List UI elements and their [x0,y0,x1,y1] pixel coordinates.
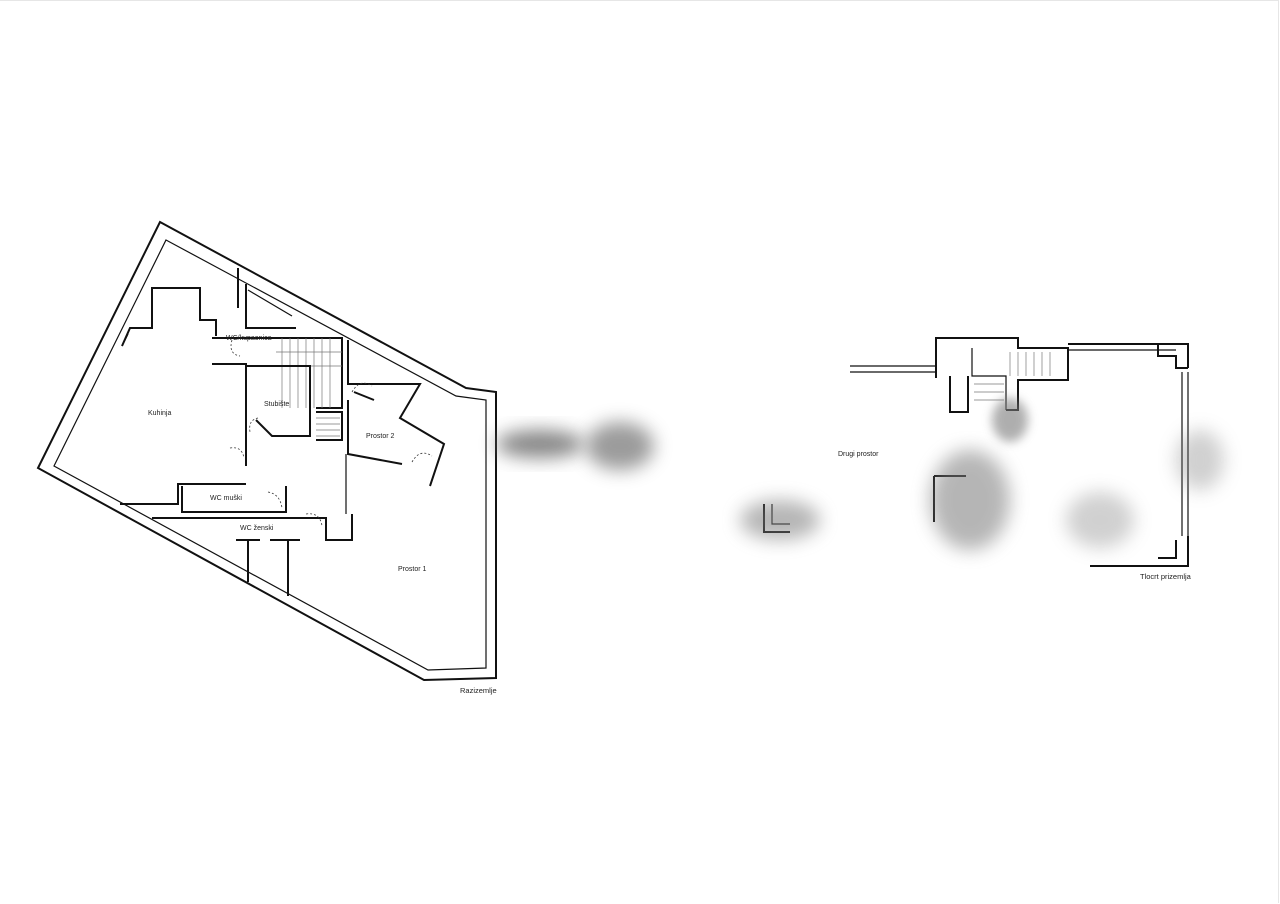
plan-caption-left: Razizemlje [460,686,497,695]
plan-caption-right: Tlocrt prizemlja [1140,572,1192,581]
bathroom-wall [212,337,343,409]
wc-muski-wall [181,486,287,513]
kitchen-bottom-wall [120,483,246,505]
kitchen-side-wall [212,363,247,466]
room-label-stubiste: Stubište [264,401,289,408]
right-outer-wall-top [1068,343,1189,368]
room-label-kuhinja: Kuhinja [148,410,171,417]
left-floor-plan: Kuhinja WC/kupaonica Stubište Prostor 2 … [36,220,497,695]
room-label-wc-zenski: WC ženski [240,525,274,532]
room-label-drugi-prostor: Drugi prostor [838,451,879,458]
stair-block-wall [935,337,1069,411]
outer-wall-outer [36,220,497,682]
right-floor-plan: Drugi prostor Tlocrt prizemlja [496,337,1224,581]
room-label-prostor-1: Prostor 1 [398,566,427,573]
outer-wall-inner [53,239,487,671]
right-outer-wall-bottom [1090,536,1189,567]
room-label-wc-muski: WC muški [210,495,242,502]
room-label-wc-kupaonica: WC/kupaonica [226,335,272,342]
obscured-watermark-region [496,398,1224,550]
wc-zenski-wall [152,514,353,541]
stair-treads-small [316,417,340,437]
room-label-prostor-2: Prostor 2 [366,433,395,440]
stair-treads-right [974,352,1051,401]
stubiste-wall [246,365,311,437]
kitchen-top-wall [121,287,217,347]
prostor-2-wall [347,340,446,487]
